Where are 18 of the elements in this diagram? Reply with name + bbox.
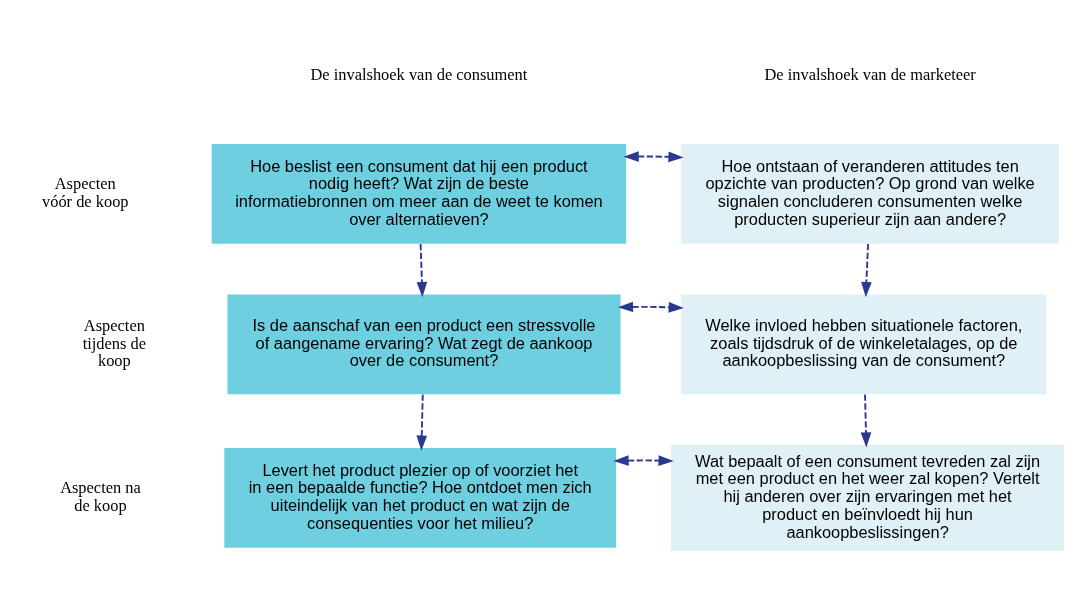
arrow — [623, 151, 684, 163]
node-box: Wat bepaalt of een consument tevreden zal zijn met een product en het weer zal kopen? Vertelt hij anderen over zijn ervaringen met het product en beïnvloedt hij hun aankoopbeslissingen? — [671, 444, 1065, 551]
node-box: Hoe ontstaan of veranderen attitudes ten opzichte van producten? Op grond van welke signalen concluderen consumenten welke producten superieur zijn aan andere? — [681, 144, 1060, 244]
arrow — [416, 243, 428, 298]
label: Aspecten na de koop — [60, 478, 141, 516]
arrow — [861, 243, 872, 298]
label: Aspecten tijdens de koop — [82, 315, 147, 371]
arrow — [617, 301, 684, 313]
node-box: Levert het product plezier op of voorziet het in een bepaalde functie? Hoe ontdoet men zich uiteindelijk van het product en wat zijn de consequenties voor het milieu? — [224, 447, 617, 548]
label: De invalshoek van de marketeer — [764, 65, 976, 85]
arrow — [416, 393, 428, 451]
arrow — [860, 393, 872, 448]
node-box: Hoe beslist een consument dat hij een product nodig heeft? Wat zijn de beste informatiebronnen om meer aan de weet te komen over alternatieven? — [211, 144, 627, 244]
label: Aspecten vóór de koop — [42, 174, 129, 212]
node-box: Is de aanschaf van een product een stressvolle of aangename ervaring? Wat zegt de aankoop over de consument? — [227, 294, 621, 395]
label: De invalshoek van de consument — [310, 65, 528, 85]
node-box: Welke invloed hebben situationele factoren, zoals tijdsdruk of de winkeletalages, op de aankoopbeslissing van de consument? — [681, 294, 1047, 395]
arrow — [613, 455, 674, 466]
